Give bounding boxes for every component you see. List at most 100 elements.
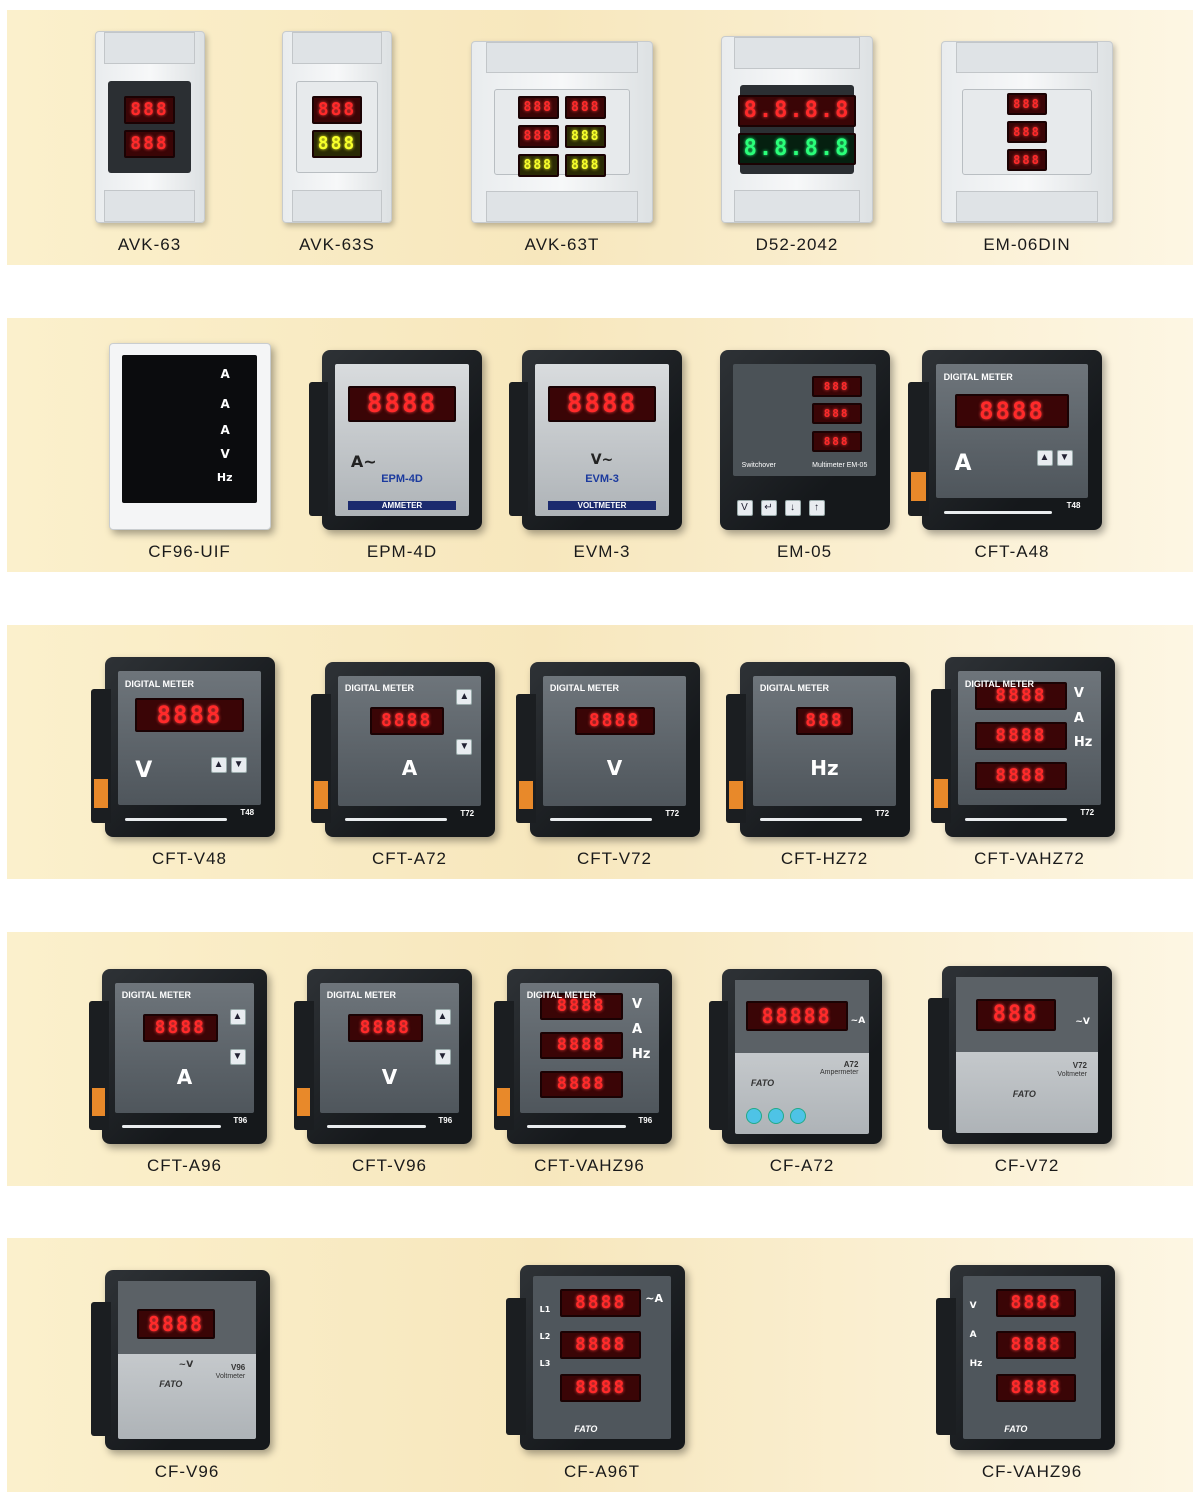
product-caption: AVK-63S — [299, 235, 375, 254]
product-caption: CFT-V48 — [151, 849, 228, 868]
product-cft-v96[interactable]: 8888 V ▲▼ DIGITAL METER T96 CFT-V96 — [292, 932, 487, 1186]
down-button[interactable]: ↵ — [760, 499, 777, 516]
display: 8.8.8.8 — [737, 94, 857, 127]
product-cft-hz72[interactable]: 888 Hz DIGITAL METER T72 CFT-HZ72 — [725, 625, 922, 879]
model-label: V72 — [1072, 1061, 1087, 1071]
product-caption: CFT-A72 — [371, 849, 448, 868]
product-caption: CFT-V72 — [576, 849, 653, 868]
display: 8888 — [348, 385, 456, 422]
brand-label: DIGITAL METER — [326, 990, 396, 1000]
select-button[interactable]: V — [736, 499, 753, 516]
display: 888 — [124, 130, 175, 158]
panel-meter-image: 8888 ~V V96 Voltmeter FATO — [91, 1270, 270, 1450]
display: 8888 — [560, 1331, 641, 1360]
brand-logo: FATO — [1012, 1089, 1036, 1100]
display: 8888 — [995, 1331, 1077, 1360]
menu-button-icon[interactable] — [745, 1108, 762, 1125]
product-cf96-uif[interactable]: A A A V Hz CF96-UIF — [87, 318, 292, 572]
product-evm-3[interactable]: 8888 V~ EVM-3 VOLTMETER EVM-3 — [507, 318, 697, 572]
up-arrow-icon[interactable]: ▲ — [456, 688, 473, 705]
display: 888 — [1007, 121, 1047, 143]
model-label: EVM-3 — [585, 473, 619, 486]
up-arrow-icon[interactable]: ▲ — [229, 1008, 246, 1025]
type-label: Ampermeter — [819, 1068, 859, 1076]
display: 8888 — [560, 1373, 641, 1402]
up-arrow-icon[interactable]: ↑ — [808, 499, 825, 516]
brand-label: DIGITAL METER — [121, 990, 191, 1000]
model-label: T72 — [665, 808, 680, 818]
up-arrow-icon[interactable]: ▲ — [210, 756, 227, 773]
panel-meter-image: 8888 A~ EPM-4D AMMETER — [309, 350, 482, 530]
product-cf-a72[interactable]: 88888 ~A A72 Ampermeter FATO CF-A72 — [707, 932, 897, 1186]
display: 8888 — [954, 393, 1070, 428]
product-cft-a72[interactable]: 8888 A ▲▼ DIGITAL METER T72 CFT-A72 — [310, 625, 507, 879]
brand-label: DIGITAL METER — [759, 683, 830, 693]
product-cf-v72[interactable]: 888 ~V V72 Voltmeter FATO CF-V72 — [928, 932, 1122, 1186]
display: 888 — [811, 403, 862, 425]
product-cft-a96[interactable]: 8888 A ▲▼ DIGITAL METER T96 CFT-A96 — [87, 932, 282, 1186]
display: 8888 — [539, 1032, 623, 1060]
brand-label: DIGITAL METER — [964, 678, 1035, 689]
up-button-icon[interactable] — [789, 1108, 806, 1125]
down-arrow-icon[interactable]: ▼ — [230, 756, 247, 773]
product-epm-4d[interactable]: 8888 A~ EPM-4D AMMETER EPM-4D — [307, 318, 497, 572]
model-label: T72 — [1080, 808, 1095, 818]
brand-logo: FATO — [750, 1078, 775, 1089]
product-avk-63t[interactable]: 888 888 888 888 888 888 AVK-63T — [457, 10, 667, 265]
display: 888 — [811, 431, 862, 453]
display: 888 — [565, 124, 607, 148]
product-em-05[interactable]: 888 888 888 Switchover Multimeter EM-05 … — [707, 318, 902, 572]
unit-label: V — [135, 758, 153, 784]
down-arrow-icon[interactable]: ▼ — [434, 1048, 451, 1065]
product-cft-v48[interactable]: 8888 V ▲▼ DIGITAL METER T48 CFT-V48 — [90, 625, 287, 879]
display: 888 — [124, 96, 175, 124]
down-arrow-icon[interactable]: ▼ — [456, 738, 473, 755]
display: 8888 — [975, 722, 1067, 750]
product-row-2: A A A V Hz CF96-UIF 8888 A~ EPM-4D AMMET… — [7, 318, 1193, 572]
down-arrow-icon[interactable]: ▼ — [1056, 449, 1073, 466]
display: 8888 — [995, 1373, 1077, 1402]
display: 8888 — [539, 993, 623, 1021]
product-cft-v72[interactable]: 8888 V DIGITAL METER T72 CFT-V72 — [515, 625, 712, 879]
up-arrow-icon[interactable]: ▲ — [1036, 449, 1053, 466]
down-arrow-icon[interactable]: ▼ — [229, 1048, 246, 1065]
display: 8888 — [135, 698, 244, 733]
display: 8888 — [539, 1071, 623, 1099]
display: 888 — [517, 153, 559, 177]
up-arrow-icon[interactable]: ▲ — [434, 1008, 451, 1025]
product-caption: EM-05 — [776, 542, 833, 561]
model-label: EPM-4D — [381, 473, 423, 486]
display: 888 — [565, 153, 607, 177]
unit-label: A — [220, 396, 230, 411]
model-label: T48 — [240, 808, 255, 818]
unit-label: A — [401, 755, 418, 780]
product-cft-a48[interactable]: 8888 A ▲▼ DIGITAL METER T48 CFT-A48 — [907, 318, 1112, 572]
display: 888 — [311, 96, 363, 124]
unit-label: A — [954, 451, 972, 477]
panel-meter-image: 888 ~V V72 Voltmeter FATO — [928, 966, 1112, 1144]
down-arrow-icon[interactable]: ↓ — [784, 499, 801, 516]
panel-meter-image: 8888 V ▲▼ DIGITAL METER T48 — [90, 657, 275, 837]
down-button-icon[interactable] — [767, 1108, 784, 1125]
panel-meter-image: 888 Hz DIGITAL METER T72 — [725, 662, 910, 837]
brand-label: DIGITAL METER — [549, 683, 620, 693]
product-cf-v96[interactable]: 8888 ~V V96 Voltmeter FATO CF-V96 — [87, 1238, 287, 1492]
panel-meter-image: A A A V Hz — [108, 343, 271, 530]
product-caption: CF-V72 — [994, 1156, 1060, 1175]
model-label: A72 — [843, 1059, 859, 1069]
display: 8888 — [548, 385, 656, 422]
